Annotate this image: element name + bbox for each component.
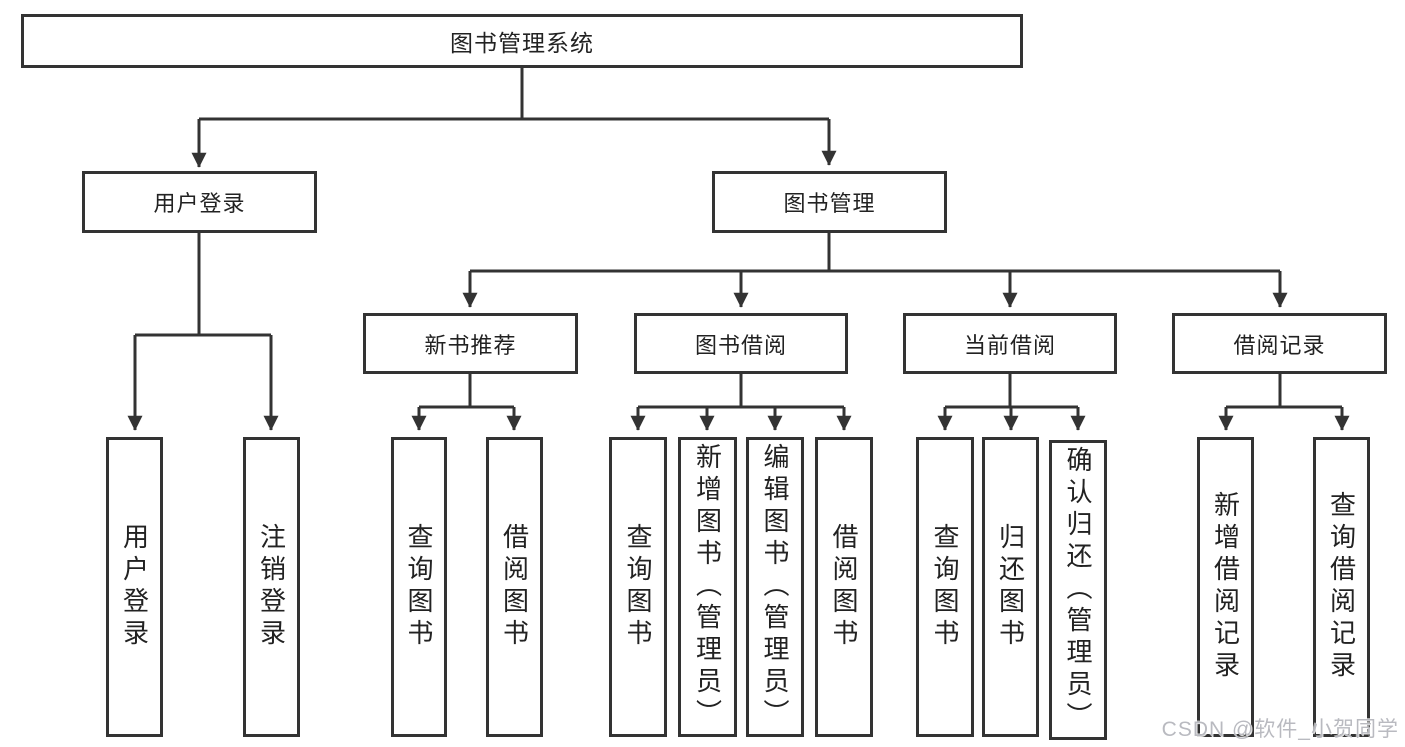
node-current-borrowing: 当前借阅 xyxy=(903,313,1117,374)
csdn-watermark: CSDN @软件_小贺同学 xyxy=(1161,718,1399,741)
node-new-book-recommendation: 新书推荐 xyxy=(363,313,578,374)
leaf-add-books-admin: 新增图书（管理员） xyxy=(678,437,737,737)
leaf-recommend-borrow-books: 借阅图书 xyxy=(486,437,543,737)
node-new-book-recommendation-label: 新书推荐 xyxy=(424,332,517,358)
node-book-borrowing: 图书借阅 xyxy=(634,313,848,374)
node-book-management-branch: 图书管理 xyxy=(712,171,947,233)
leaf-recommend-query-books-label: 查询图书 xyxy=(404,523,434,651)
node-library-management-system: 图书管理系统 xyxy=(21,14,1023,68)
node-borrowing-records-label: 借阅记录 xyxy=(1233,332,1326,358)
leaf-current-query-books: 查询图书 xyxy=(916,437,974,737)
leaf-query-borrow-record: 查询借阅记录 xyxy=(1313,437,1370,737)
leaf-borrow-books: 借阅图书 xyxy=(815,437,873,737)
leaf-add-borrow-record: 新增借阅记录 xyxy=(1197,437,1254,737)
node-current-borrowing-label: 当前借阅 xyxy=(963,332,1056,358)
node-user-login-branch-label: 用户登录 xyxy=(153,191,246,216)
leaf-add-books-admin-label: 新增图书（管理员） xyxy=(692,443,723,731)
node-library-management-system-label: 图书管理系统 xyxy=(450,30,594,56)
node-user-login-branch: 用户登录 xyxy=(82,171,317,233)
leaf-confirm-return-admin-label: 确认归还（管理员） xyxy=(1063,446,1093,734)
leaf-edit-books-admin: 编辑图书（管理员） xyxy=(746,437,804,737)
node-book-management-branch-label: 图书管理 xyxy=(783,191,876,216)
node-borrowing-records: 借阅记录 xyxy=(1172,313,1387,374)
leaf-recommend-query-books: 查询图书 xyxy=(391,437,447,737)
leaf-return-books-label: 归还图书 xyxy=(995,523,1026,651)
leaf-current-query-books-label: 查询图书 xyxy=(930,523,960,651)
leaf-add-borrow-record-label: 新增借阅记录 xyxy=(1210,491,1241,683)
leaf-logout-label: 注销登录 xyxy=(256,523,287,651)
leaf-recommend-borrow-books-label: 借阅图书 xyxy=(499,523,530,651)
leaf-borrowing-query-books-label: 查询图书 xyxy=(623,523,653,651)
leaf-edit-books-admin-label: 编辑图书（管理员） xyxy=(760,443,790,731)
leaf-return-books: 归还图书 xyxy=(982,437,1039,737)
leaf-user-login: 用户登录 xyxy=(106,437,163,737)
leaf-user-login-label: 用户登录 xyxy=(119,523,150,651)
leaf-confirm-return-admin: 确认归还（管理员） xyxy=(1049,440,1107,740)
leaf-query-borrow-record-label: 查询借阅记录 xyxy=(1326,491,1357,683)
leaf-borrow-books-label: 借阅图书 xyxy=(829,523,859,651)
connector-arrows xyxy=(127,119,1350,431)
node-book-borrowing-label: 图书借阅 xyxy=(694,332,787,358)
leaf-logout: 注销登录 xyxy=(243,437,300,737)
leaf-borrowing-query-books: 查询图书 xyxy=(609,437,667,737)
